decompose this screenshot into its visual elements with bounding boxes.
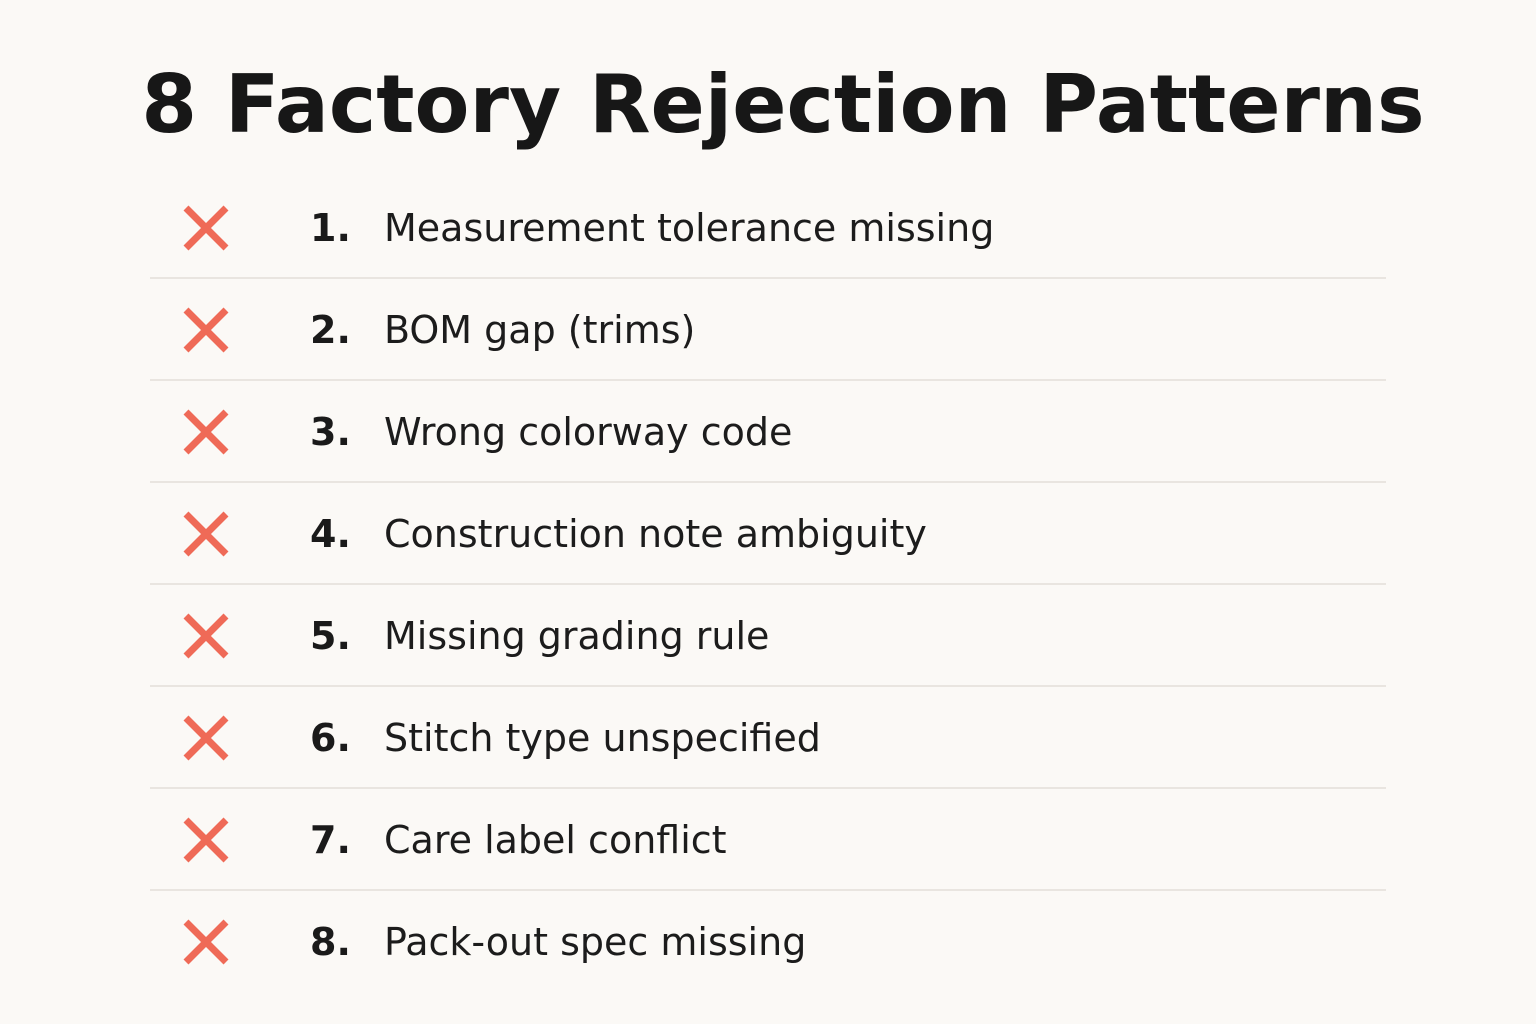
list-item: 5. Missing grading rule <box>150 585 1386 687</box>
list-item: 4. Construction note ambiguity <box>150 483 1386 585</box>
item-label: Construction note ambiguity <box>384 512 927 556</box>
item-label: Stitch type unspecified <box>384 716 821 760</box>
page-title: 8 Factory Rejection Patterns <box>141 58 1425 151</box>
list-item: 8. Pack-out spec missing <box>150 891 1386 993</box>
x-mark-icon <box>180 508 232 560</box>
x-mark-icon <box>180 202 232 254</box>
x-mark-icon <box>180 814 232 866</box>
item-number: 7. <box>310 818 351 862</box>
item-number: 5. <box>310 614 351 658</box>
list-item: 2. BOM gap (trims) <box>150 279 1386 381</box>
list-item: 7. Care label conflict <box>150 789 1386 891</box>
item-number: 1. <box>310 206 351 250</box>
item-label: BOM gap (trims) <box>384 308 696 352</box>
item-number: 6. <box>310 716 351 760</box>
list-item: 6. Stitch type unspecified <box>150 687 1386 789</box>
item-number: 2. <box>310 308 351 352</box>
item-label: Pack-out spec missing <box>384 920 807 964</box>
item-number: 8. <box>310 920 351 964</box>
x-mark-icon <box>180 406 232 458</box>
item-number: 3. <box>310 410 351 454</box>
rejection-pattern-list: 1. Measurement tolerance missing 2. BOM … <box>150 177 1386 993</box>
x-mark-icon <box>180 712 232 764</box>
x-mark-icon <box>180 304 232 356</box>
x-mark-icon <box>180 610 232 662</box>
item-label: Measurement tolerance missing <box>384 206 995 250</box>
list-item: 1. Measurement tolerance missing <box>150 177 1386 279</box>
list-item: 3. Wrong colorway code <box>150 381 1386 483</box>
item-label: Missing grading rule <box>384 614 770 658</box>
item-number: 4. <box>310 512 351 556</box>
item-label: Wrong colorway code <box>384 410 793 454</box>
item-label: Care label conflict <box>384 818 727 862</box>
x-mark-icon <box>180 916 232 968</box>
